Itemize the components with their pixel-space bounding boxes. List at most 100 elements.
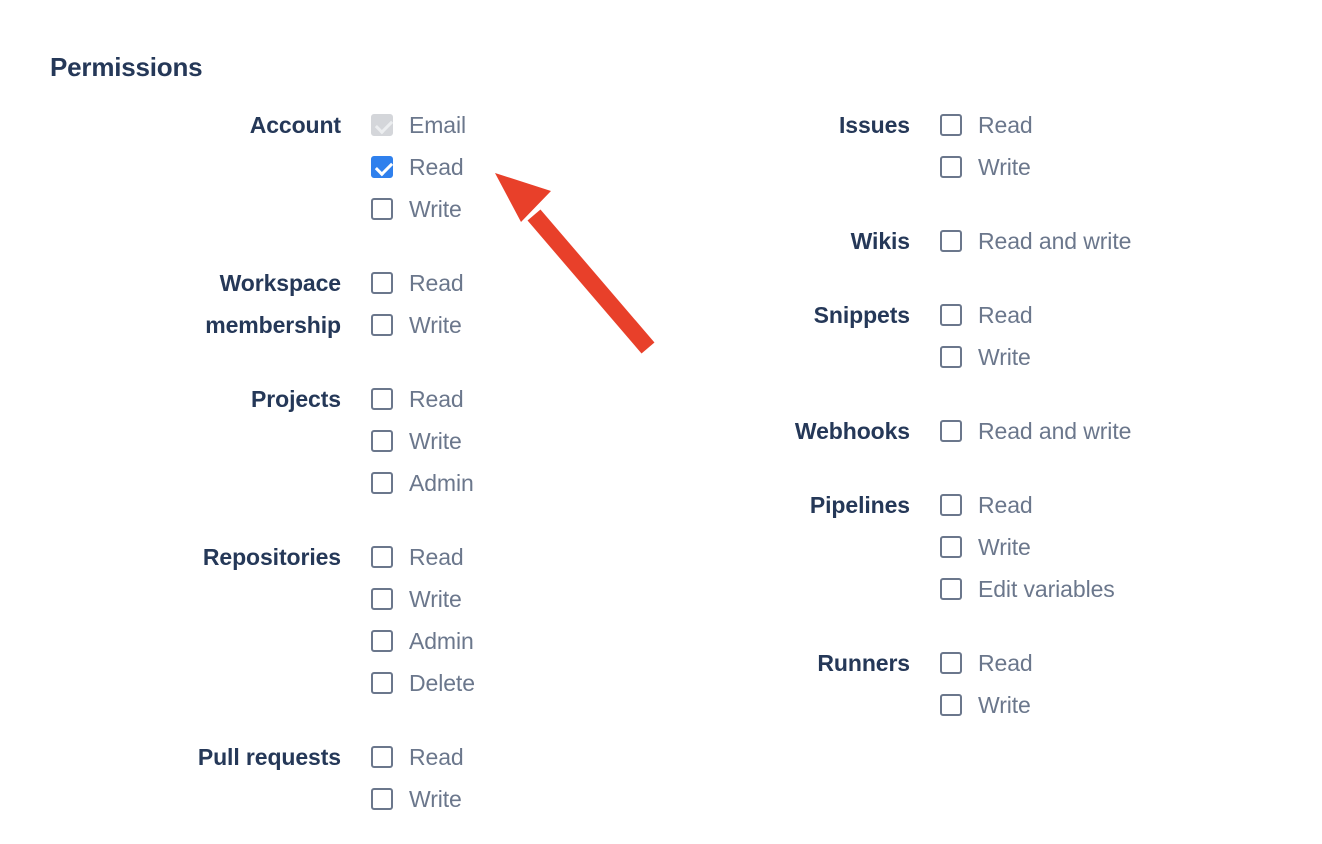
checkbox-unchecked[interactable] <box>940 230 962 252</box>
checkbox-disabled-checked <box>371 114 394 136</box>
permission-option-label: Admin <box>409 628 474 654</box>
checkbox-unchecked[interactable] <box>371 672 393 694</box>
permission-option-label: Write <box>978 692 1031 718</box>
permission-option[interactable]: Read <box>940 642 1170 684</box>
checkbox-unchecked[interactable] <box>940 494 962 516</box>
permission-option-label: Read <box>409 386 464 412</box>
checkbox-unchecked[interactable] <box>371 546 393 568</box>
checkbox-checked[interactable] <box>371 156 394 178</box>
permission-option[interactable]: Write <box>371 188 560 230</box>
permission-option-label: Read <box>978 302 1033 328</box>
checkbox-unchecked[interactable] <box>940 694 962 716</box>
permission-option[interactable]: Read and write <box>940 410 1170 452</box>
checkmark-icon <box>374 115 394 135</box>
permission-option[interactable]: Read <box>940 294 1170 336</box>
permission-group-label: Runners <box>817 650 910 676</box>
permission-option[interactable]: Read <box>371 378 560 420</box>
permission-option[interactable]: Admin <box>371 462 560 504</box>
permission-group: Webhooks Read and write <box>570 410 1170 452</box>
permission-option-label: Admin <box>409 470 474 496</box>
permission-option[interactable]: Read <box>371 262 560 304</box>
permission-group-label: Snippets <box>813 302 910 328</box>
checkbox-unchecked[interactable] <box>371 630 393 652</box>
permission-option[interactable]: Edit variables <box>940 568 1170 610</box>
permission-option-label: Read <box>978 112 1033 138</box>
permission-option[interactable]: Write <box>940 526 1170 568</box>
checkbox-unchecked[interactable] <box>940 114 962 136</box>
permission-option-label: Read and write <box>978 228 1132 254</box>
permission-option-label: Read <box>978 492 1033 518</box>
permission-option[interactable]: Read <box>371 146 560 188</box>
permission-option[interactable]: Write <box>940 336 1170 378</box>
permission-option-label: Write <box>409 428 462 454</box>
permission-option[interactable]: Read <box>371 536 560 578</box>
permission-group-label: Projects <box>251 386 341 412</box>
checkbox-unchecked[interactable] <box>371 472 393 494</box>
page-title: Permissions <box>50 52 203 82</box>
permission-option[interactable]: Read <box>940 104 1170 146</box>
permission-option[interactable]: Write <box>371 778 560 820</box>
permission-group-label: Wikis <box>850 228 910 254</box>
checkbox-unchecked[interactable] <box>371 314 393 336</box>
checkbox-unchecked[interactable] <box>371 788 393 810</box>
checkbox-unchecked[interactable] <box>371 430 393 452</box>
permission-option[interactable]: Write <box>371 578 560 620</box>
permission-option[interactable]: Admin <box>371 620 560 662</box>
permission-group-label: Repositories <box>202 544 341 570</box>
permission-option-label: Edit variables <box>978 576 1115 602</box>
permission-group-label: Pipelines <box>809 492 910 518</box>
permission-option[interactable]: Write <box>371 420 560 462</box>
checkbox-unchecked[interactable] <box>371 388 393 410</box>
permission-option: Email <box>371 104 560 146</box>
permission-option-label: Read <box>978 650 1033 676</box>
permission-option-label: Write <box>409 586 462 612</box>
permission-option[interactable]: Read and write <box>940 220 1170 262</box>
permission-option-label: Delete <box>409 670 475 696</box>
permission-group-label: Webhooks <box>794 418 910 444</box>
permission-option[interactable]: Write <box>371 304 560 346</box>
checkbox-unchecked[interactable] <box>940 536 962 558</box>
permission-option-label: Write <box>978 344 1031 370</box>
checkbox-unchecked[interactable] <box>940 346 962 368</box>
permission-option[interactable]: Write <box>940 146 1170 188</box>
permission-option-label: Write <box>978 534 1031 560</box>
permission-option-label: Read <box>409 544 464 570</box>
permission-option[interactable]: Write <box>940 684 1170 726</box>
permission-group-label: Issues <box>838 112 910 138</box>
permission-option[interactable]: Read <box>371 736 560 778</box>
checkbox-unchecked[interactable] <box>940 304 962 326</box>
checkbox-unchecked[interactable] <box>371 272 393 294</box>
checkbox-unchecked[interactable] <box>940 420 962 442</box>
checkbox-unchecked[interactable] <box>371 198 393 220</box>
checkbox-unchecked[interactable] <box>940 156 962 178</box>
checkbox-unchecked[interactable] <box>371 746 393 768</box>
permission-option-label: Write <box>409 312 462 338</box>
checkbox-unchecked[interactable] <box>371 588 393 610</box>
checkmark-icon <box>374 157 394 177</box>
permission-group: Wikis Read and write <box>570 220 1170 262</box>
permission-option[interactable]: Delete <box>371 662 560 704</box>
permission-option[interactable]: Read <box>940 484 1170 526</box>
permission-option-list: Read and write <box>940 220 1170 262</box>
checkbox-unchecked[interactable] <box>940 652 962 674</box>
checkbox-unchecked[interactable] <box>940 578 962 600</box>
permission-option-label: Write <box>409 196 462 222</box>
